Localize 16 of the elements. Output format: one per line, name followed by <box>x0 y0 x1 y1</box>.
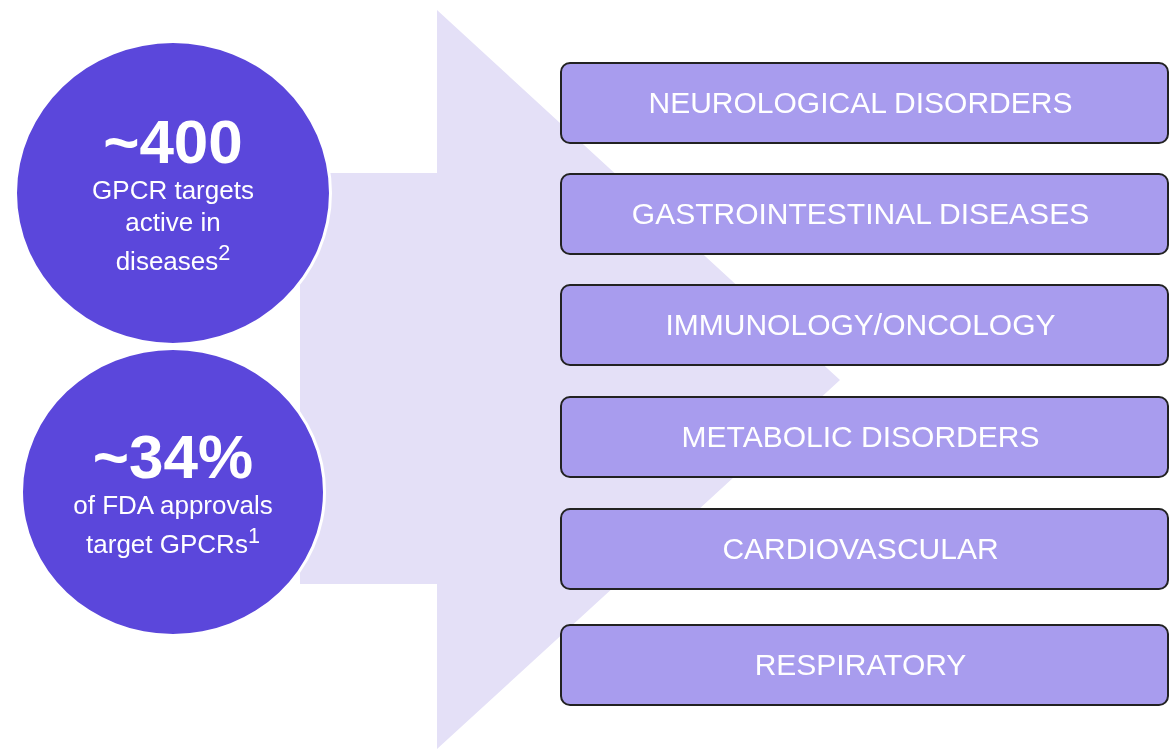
category-label: GASTROINTESTINAL DISEASES <box>631 197 1090 231</box>
stat-value: ~34% <box>92 424 254 490</box>
category-label: METABOLIC DISORDERS <box>681 420 1040 454</box>
category-box <box>560 624 1169 706</box>
category-box <box>560 284 1169 366</box>
category-label: CARDIOVASCULAR <box>722 532 999 566</box>
category-box <box>560 62 1169 144</box>
category-box <box>560 396 1169 478</box>
category-label: IMMUNOLOGY/ONCOLOGY <box>665 308 1056 342</box>
category-label: RESPIRATORY <box>754 648 967 682</box>
category-box <box>560 173 1169 255</box>
stat-description: of FDA approvals target GPCRs$^{1}$ <box>72 489 274 560</box>
stat-value: ~400 <box>103 108 243 174</box>
category-box <box>560 508 1169 590</box>
category-label: NEUROLOGICAL DISORDERS <box>648 86 1073 120</box>
stat-description: GPCR targets active in diseases$^{2}$ <box>91 173 255 278</box>
